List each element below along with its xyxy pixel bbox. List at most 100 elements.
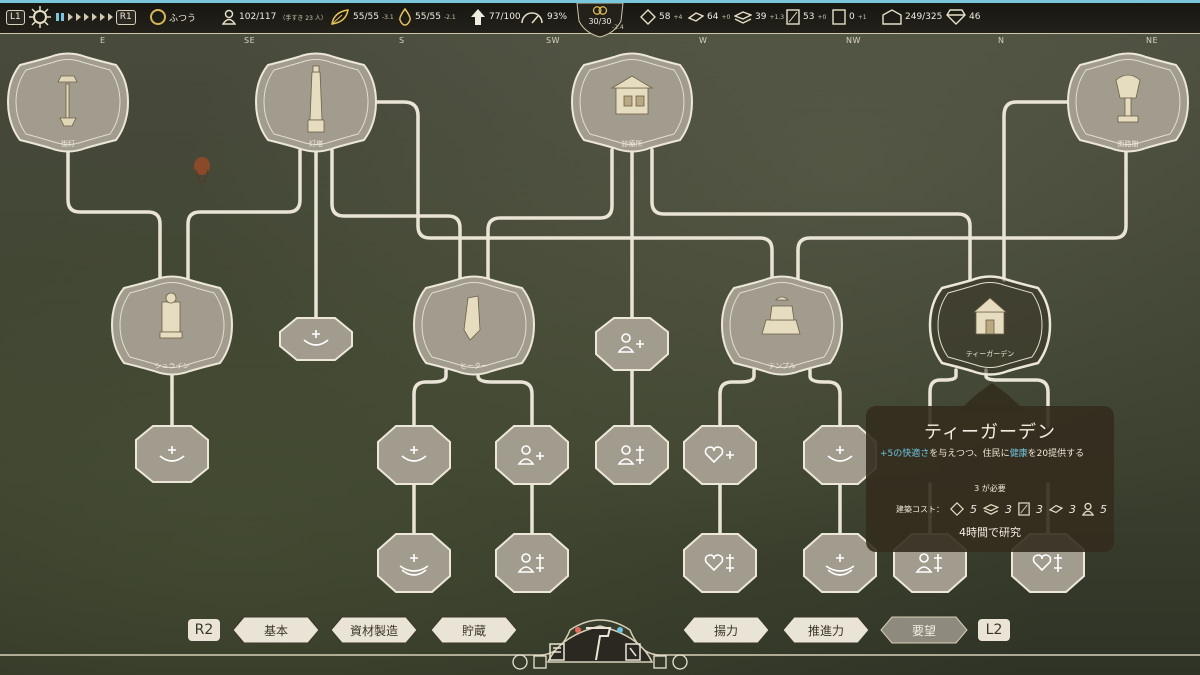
l1-button[interactable]: L1 [6,9,25,25]
upgrade-value: 77/100 [489,12,521,22]
frame-icon [832,9,846,25]
tab-storage[interactable]: 貯蔵 [430,616,518,644]
r1-button[interactable]: R1 [115,9,136,25]
stat-3-rate: +1.3 [769,13,785,21]
research-node-resident-cap-2[interactable] [495,533,569,593]
cost-value: 3 [1069,502,1076,516]
stat-2[interactable]: 64 +0 [688,6,730,28]
pause-icon[interactable] [55,12,65,22]
stat-2-rate: +0 [721,13,731,21]
research-node-clinic[interactable] [570,52,694,153]
stat-2-value: 64 [707,12,719,22]
desc-text: を与えつつ、住民に [929,449,1010,459]
resident-capacity-icon [517,553,544,573]
research-node-comfort-5[interactable] [377,533,451,593]
water-drop-icon [399,8,411,26]
tab-lift[interactable]: 揚力 [682,616,770,644]
research-node-street-tree[interactable] [1066,52,1190,153]
node-label: テンプル [768,362,796,370]
research-node-comfort-2[interactable] [135,425,209,483]
stat-5-value: 0 [849,12,855,22]
resident-capacity-icon [617,445,644,465]
tab-materials[interactable]: 資材製造 [330,616,418,644]
research-node-lighthouse[interactable] [254,52,378,153]
comfort-plus-icon [401,446,427,462]
balloon-icon [194,157,210,183]
population-stat[interactable]: 102/117 （手すき 23 人） [222,6,327,28]
comfort-double-plus-icon [825,554,855,576]
resource-b-stat[interactable]: 55/55 -2.1 [398,6,456,28]
stat-1-value: 58 [659,12,671,22]
tab-propulsion[interactable]: 推進力 [782,616,870,644]
research-node-comfort-3[interactable] [377,425,451,485]
tab-label: 推進力 [807,623,844,638]
compass-nw: NW [846,36,861,45]
stat-4[interactable]: 53 +0 [786,6,826,28]
person-icon [1082,502,1094,516]
storage-value: 249/325 [905,12,943,22]
research-node-comfort-1[interactable] [279,317,353,361]
tooltip-title: ティーガーデン [924,422,1056,443]
population-note: （手すき 23 人） [279,14,327,22]
research-node-comfort-4[interactable] [803,425,877,485]
fast-forward-icon[interactable] [75,13,81,21]
resident-capacity-icon [915,553,942,573]
tea-garden-icon [972,297,1008,335]
health-plus-icon [704,446,734,464]
upgrade-stat[interactable]: 77/100 [470,6,521,28]
gem-stat[interactable]: 46 [946,6,980,28]
compass-se: SE [244,36,256,45]
shrine-icon [159,292,183,339]
dial-stat[interactable]: 93% [520,6,567,28]
hud-accent-line [0,0,1200,3]
fabric-icon [983,504,999,515]
center-stat[interactable]: 30/30 [580,4,620,26]
tab-basic[interactable]: 基本 [232,616,320,644]
node-label: 灯塔 [309,140,323,148]
l2-button[interactable]: L2 [978,619,1010,641]
panel-icon [1018,502,1030,516]
research-node-shrine[interactable] [110,275,234,376]
play-icon[interactable] [67,13,73,21]
resource-b-rate: -2.1 [443,13,456,21]
research-node-streetlamp[interactable] [6,52,130,153]
research-node-comfort-6[interactable] [803,533,877,593]
tab-label: 揚力 [713,623,738,638]
research-node-health-cap-1[interactable] [683,533,757,593]
heater-icon [463,295,481,341]
center-value: 30/30 [588,17,612,26]
leaf-resource-icon [331,9,349,25]
research-node-resident-add-1[interactable] [595,317,669,371]
hammer-icon[interactable] [586,627,612,661]
tab-needs[interactable]: 要望 [880,616,968,644]
storage-stat[interactable]: 249/325 [882,6,942,28]
comfort-plus-icon [159,446,185,462]
stat-1[interactable]: 58 +4 [640,6,682,28]
fastest-icon[interactable] [91,13,97,21]
map-icon[interactable] [625,643,641,661]
info-dot-icon [617,627,623,633]
stat-5[interactable]: 0 +1 [832,6,867,28]
research-node-resident-cap-1[interactable] [595,425,669,485]
research-node-heater[interactable] [412,275,536,376]
stat-3[interactable]: 39 +1.3 [734,6,784,28]
tab-label: 要望 [911,623,936,638]
resident-plus-icon [617,333,644,353]
research-node-resident-add-2[interactable] [495,425,569,485]
r2-button[interactable]: R2 [188,619,220,641]
desc-text: を20提供する [1027,449,1085,459]
compass-n: N [998,36,1005,45]
research-node-temple[interactable] [720,275,844,376]
clinic-icon [610,75,654,115]
sun-icon [28,6,51,28]
cost-value: 3 [1036,502,1043,516]
book-icon[interactable] [549,643,565,661]
panel-icon [786,9,800,25]
component-icon [950,502,964,516]
research-node-health-add-1[interactable] [683,425,757,485]
temple-icon [761,296,801,335]
resource-a-value: 55/55 [353,12,379,22]
research-node-tea-garden[interactable] [928,275,1052,376]
stat-4-rate: +0 [817,13,827,21]
resource-a-stat[interactable]: 55/55 -3.1 [330,6,394,28]
